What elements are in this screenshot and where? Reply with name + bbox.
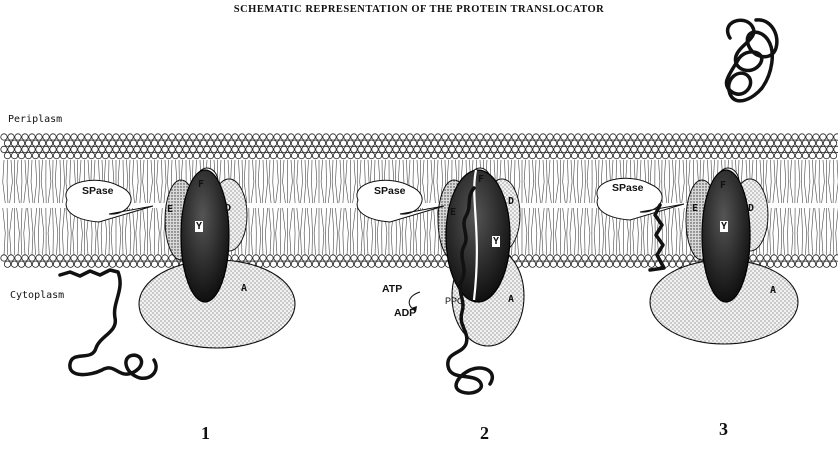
state-number-1: 1 [201,423,210,444]
subunit-e-1: E [167,204,173,215]
subunit-y-2: Y [492,236,500,247]
folded-protein [726,20,776,101]
periplasm-label: Periplasm [8,114,62,125]
spase-label-1: SPase [82,185,114,197]
subunit-a-3: A [770,285,776,296]
subunit-f-2: F [478,174,484,185]
subunit-y-shape-1 [181,170,229,302]
subunit-y-3: Y [720,221,728,232]
subunit-y-shape-2 [446,170,510,302]
spase-label-2: SPase [374,185,406,197]
subunit-e-3: E [692,203,698,214]
subunit-a-2: A [508,294,514,305]
state-number-3: 3 [719,419,728,440]
subunit-e-2: E [450,207,456,218]
cytoplasm-label: Cytoplasm [10,290,64,301]
spase-label-3: SPase [612,182,644,194]
subunit-y-1: Y [195,221,203,232]
state-number-2: 2 [480,423,489,444]
subunit-f-1: F [198,179,204,190]
adp-label: ADP [394,307,416,319]
subunit-d-1: D [225,203,231,214]
atp-label: ATP [382,283,402,295]
subunit-f-3: F [720,180,726,191]
chain-1 [60,270,156,378]
subunit-d-3: D [748,203,754,214]
ppo-label: PPO [445,296,464,306]
subunit-a-1: A [241,283,247,294]
subunit-d-2: D [508,196,514,207]
